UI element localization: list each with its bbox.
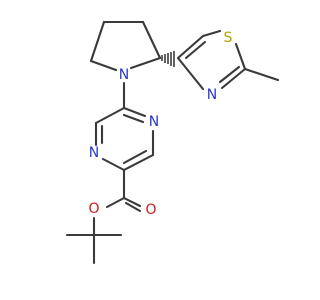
bond xyxy=(141,20,162,60)
bond xyxy=(122,196,142,208)
structure-svg: N N N O O S N xyxy=(65,20,280,265)
bond xyxy=(243,67,280,82)
atom-o-carbonyl: O xyxy=(145,202,156,218)
bond xyxy=(89,59,118,72)
bond xyxy=(105,196,126,209)
bond xyxy=(176,56,205,91)
bond xyxy=(129,56,162,70)
atom-n-pyrazine-left: N xyxy=(89,145,99,161)
stereo-hash-bond xyxy=(161,51,175,67)
bond xyxy=(234,42,247,71)
bond xyxy=(122,106,147,118)
atom-n-thiazole: N xyxy=(207,87,217,103)
bond xyxy=(201,29,222,38)
bond xyxy=(89,20,106,63)
bond xyxy=(94,106,126,125)
bond xyxy=(101,157,126,172)
bond xyxy=(176,34,205,60)
bond xyxy=(218,65,241,84)
bond xyxy=(122,149,148,165)
atom-n-pyrrolidine: N xyxy=(119,67,129,83)
atom-n-pyrazine-top: N xyxy=(149,114,159,130)
bond xyxy=(184,40,207,60)
bond xyxy=(122,153,155,172)
bond xyxy=(124,201,142,213)
atom-s-thiazole: S xyxy=(224,30,233,46)
atom-o-ester: O xyxy=(88,201,99,217)
molecule-diagram: N N N O O S N xyxy=(65,20,280,265)
bond xyxy=(122,113,145,124)
bond xyxy=(220,67,247,90)
